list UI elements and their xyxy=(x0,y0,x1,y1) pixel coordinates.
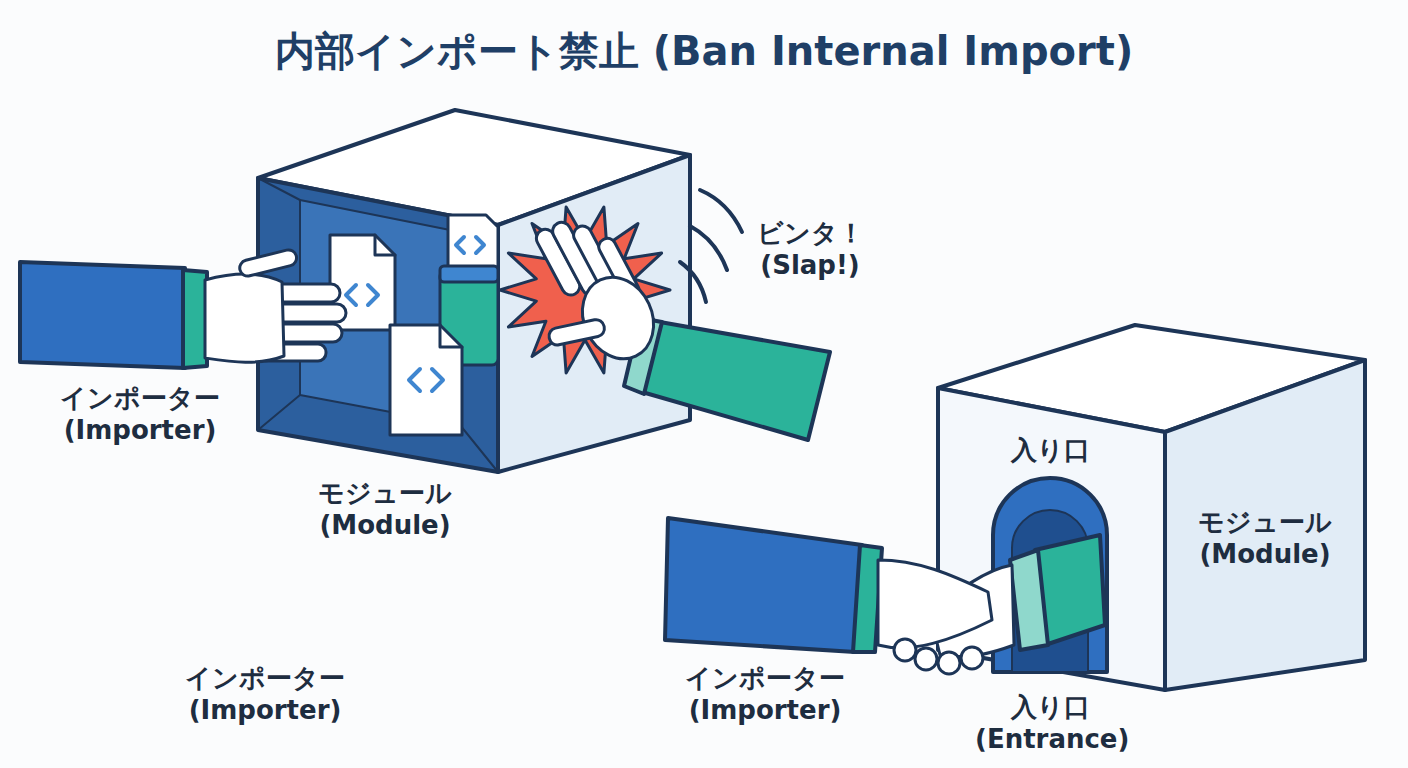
cube-inner-edge xyxy=(258,178,300,200)
finger xyxy=(938,652,960,674)
cube-right-face xyxy=(498,155,690,472)
actor-label: インポーター (Importer) xyxy=(665,663,865,726)
finger xyxy=(262,284,340,302)
importer-cuff xyxy=(853,545,882,652)
finger xyxy=(894,639,916,661)
finger xyxy=(549,219,602,298)
file-fold xyxy=(440,325,462,347)
cube-front-face xyxy=(938,388,1165,690)
jar-lid xyxy=(440,266,498,282)
door-inner xyxy=(1012,510,1088,672)
entrance-door: 入り口入り口 (Entrance) xyxy=(990,477,1110,672)
finger xyxy=(961,647,983,669)
module-cube-outline xyxy=(258,108,692,474)
finger xyxy=(533,226,583,298)
node-label: モジュール (Module) xyxy=(1175,507,1355,570)
entrance-door-outline xyxy=(990,477,1110,672)
code-chevron xyxy=(476,237,484,253)
motion-line xyxy=(700,190,742,232)
door-arch xyxy=(993,478,1107,672)
module-cube: モジュール (Module) xyxy=(258,108,692,474)
sound-effect: ビンタ！ (Slap!) xyxy=(735,218,885,281)
module-sleeve xyxy=(1035,535,1105,645)
palm xyxy=(569,266,666,371)
thumb xyxy=(238,248,298,278)
module-cube: モジュール (Module) 入り口入り口 (Entrance) xyxy=(935,322,1367,692)
finger xyxy=(596,236,642,302)
motion-line xyxy=(680,262,706,302)
finger xyxy=(262,304,346,322)
node-label: 入り口 xyxy=(985,435,1115,467)
module-cuff xyxy=(1010,550,1048,650)
module-sleeve xyxy=(642,322,830,440)
importer-sleeve xyxy=(20,262,185,368)
code-chevron xyxy=(456,237,464,253)
node-label: モジュール (Module) xyxy=(295,478,475,541)
motion-line xyxy=(690,226,727,270)
palm xyxy=(930,565,1014,657)
code-chevron xyxy=(346,285,356,305)
file-icon xyxy=(330,235,395,330)
code-chevron xyxy=(368,285,378,305)
file-icon xyxy=(390,325,462,435)
module-cuff xyxy=(624,318,662,394)
finger xyxy=(258,344,326,361)
finger xyxy=(570,223,623,300)
cube-right-face xyxy=(1165,360,1365,690)
slap-burst xyxy=(500,207,670,373)
file-fold xyxy=(375,235,395,255)
code-chevron xyxy=(432,369,443,391)
palm xyxy=(878,560,992,648)
finger xyxy=(262,324,342,342)
palm xyxy=(205,274,284,362)
importer-cuff xyxy=(183,270,207,368)
node-label: 入り口 (Entrance) xyxy=(975,692,1125,755)
importer-sleeve xyxy=(665,518,862,652)
code-chevron xyxy=(409,369,420,391)
cube-open-face xyxy=(258,178,498,472)
cube-inner-edge xyxy=(258,395,300,430)
finger xyxy=(915,648,937,670)
cube-inner-edge xyxy=(460,425,498,472)
actor-label: インポーター (Importer) xyxy=(40,383,240,446)
title: 内部インポート禁止 (Ban Internal Import) xyxy=(0,24,1408,79)
actor-label: インポーター (Importer) xyxy=(165,663,365,726)
thumb xyxy=(548,318,606,346)
